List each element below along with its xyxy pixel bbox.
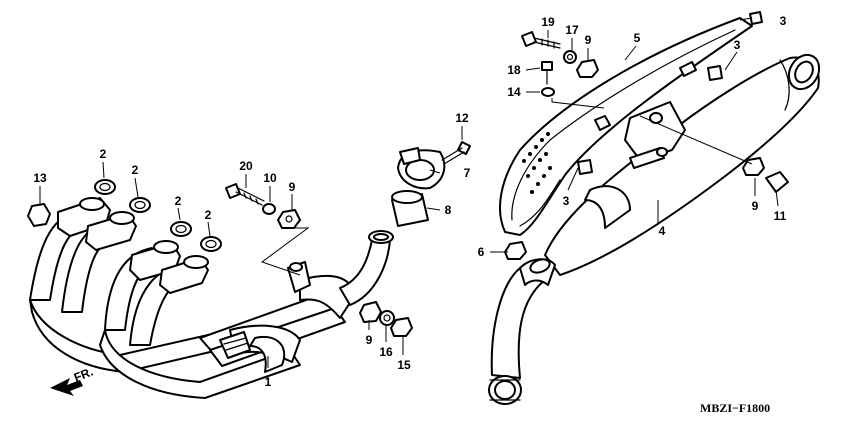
clamp-and-gasket [391,141,471,227]
callout-10: 10 [263,171,277,185]
callout-4: 4 [659,224,666,238]
callout-9d: 9 [752,199,759,213]
callout-5: 5 [634,31,641,45]
callout-1: 1 [265,375,272,389]
callout-17: 17 [565,23,579,37]
callout-3b: 3 [734,38,741,52]
muffler [488,53,821,405]
hardware-right [504,31,789,260]
callout-3c: 3 [563,194,570,208]
callout-13: 13 [33,171,47,185]
front-arrow-icon [50,378,83,396]
callout-15: 15 [397,358,411,372]
callout-9c: 9 [585,33,592,47]
callout-2c: 2 [175,194,182,208]
heat-shield [499,11,763,236]
callout-7: 7 [464,166,471,180]
callout-19: 19 [541,15,555,29]
nut-13 [27,203,51,227]
callout-2d: 2 [205,208,212,222]
callout-14: 14 [507,85,521,99]
callout-9a: 9 [289,180,296,194]
callout-labels: 1 2 2 2 2 3 3 3 4 5 6 7 8 9 9 9 9 10 11 … [33,14,786,389]
callout-2a: 2 [100,147,107,161]
callout-9b: 9 [366,333,373,347]
bolt-set-left [225,183,301,229]
diagram-code: MBZI−F1800 [700,401,770,415]
callout-16: 16 [379,345,393,359]
callout-11: 11 [774,209,787,223]
callout-8: 8 [445,203,452,217]
front-direction-label: FR. [72,365,95,385]
hardware-lower-center [359,301,413,337]
callout-12: 12 [455,111,469,125]
callout-3a: 3 [780,14,787,28]
callout-20: 20 [239,159,253,173]
exhaust-header-pipes [29,197,394,399]
callout-2b: 2 [132,163,139,177]
gaskets [94,179,222,252]
callout-6: 6 [478,245,485,259]
leader-lines [39,17,779,368]
callout-18: 18 [507,63,521,77]
